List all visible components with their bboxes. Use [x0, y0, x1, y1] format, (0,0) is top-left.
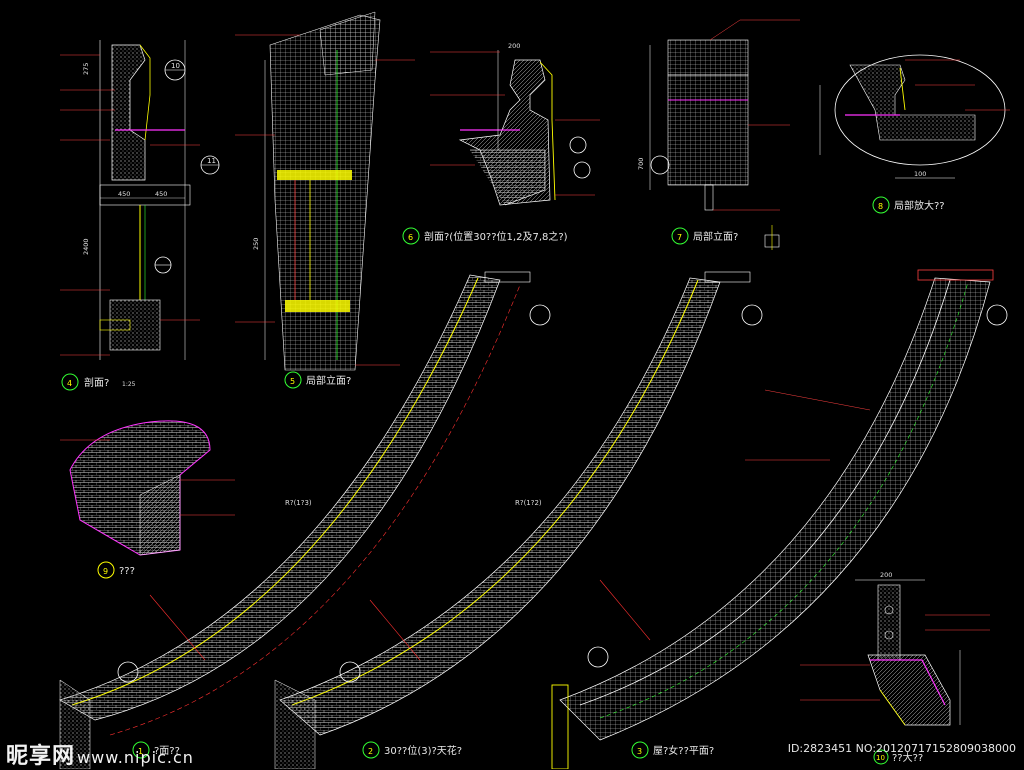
dim-250: 250 [252, 238, 260, 250]
detail-number-5: 5 [290, 377, 295, 386]
detail-2-title: 30??位(3)?天花? [384, 744, 462, 757]
dim-200: 200 [508, 42, 520, 50]
detail-5-elevation: 250 5 局部立面? [235, 11, 415, 389]
watermark-id: ID:2823451 NO:20120717152809038000 [787, 742, 1016, 755]
dim-450: 450 [118, 190, 130, 198]
detail-10-enlargement: 200 10 ??大?? [800, 571, 990, 765]
detail-4-section: 450 450 2400 275 10 11 4 剖面? 1:25 [60, 40, 220, 391]
watermark-site: www.nipic.cn [77, 748, 194, 767]
detail-number-6: 6 [408, 233, 413, 242]
detail-6-section: 200 6 剖面?(位置30??位1,2及7,8之?) [402, 42, 600, 245]
curve-band-1: R?(1?3) 1 ?面?? [59, 271, 551, 769]
detail-9-title: ??? [119, 566, 135, 577]
detail-number-9: 9 [103, 567, 108, 576]
curve-band-3: 3 屋?女??平面? [551, 269, 1008, 769]
detail-7-elevation: 700 7 局部立面? [637, 19, 800, 250]
dim-275: 275 [82, 63, 90, 75]
detail-number-4: 4 [67, 379, 72, 388]
callout-11: 11 [207, 157, 216, 165]
detail-8-title: 局部放大?? [894, 199, 945, 212]
watermark-brand-text: 昵享网 [6, 744, 76, 769]
detail-8-enlargement: 100 8 局部放大?? [819, 54, 1010, 214]
radius-note-1: R?(1?3) [285, 499, 312, 507]
detail-number-3: 3 [637, 747, 642, 756]
detail-number-7: 7 [677, 233, 682, 242]
callout-10: 10 [171, 62, 180, 70]
detail-9-perspective: 9 ??? [60, 420, 235, 579]
dim-450b: 450 [155, 190, 167, 198]
detail-6-title: 剖面?(位置30??位1,2及7,8之?) [424, 230, 568, 243]
detail-4-scale: 1:25 [122, 381, 136, 388]
detail-4-title: 剖面? [84, 376, 109, 389]
radius-note-2: R?(1?2) [515, 499, 542, 507]
detail-10-title: ??大?? [892, 751, 923, 764]
detail-1-title: ?面?? [154, 746, 180, 757]
detail-3-title: 屋?女??平面? [653, 744, 714, 757]
dim-200b: 200 [880, 571, 892, 579]
detail-number-1: 1 [138, 747, 143, 756]
detail-number-8: 8 [878, 202, 883, 211]
dim-700: 700 [637, 158, 645, 170]
detail-5-title: 局部立面? [306, 374, 351, 387]
curve-band-2: R?(1?2) 2 30??位(3)?天花? [274, 271, 763, 769]
dim-100: 100 [914, 170, 926, 178]
detail-number-10: 10 [876, 754, 885, 762]
dim-2400: 2400 [82, 238, 90, 255]
detail-7-title: 局部立面? [693, 230, 738, 243]
detail-number-2: 2 [368, 747, 373, 756]
